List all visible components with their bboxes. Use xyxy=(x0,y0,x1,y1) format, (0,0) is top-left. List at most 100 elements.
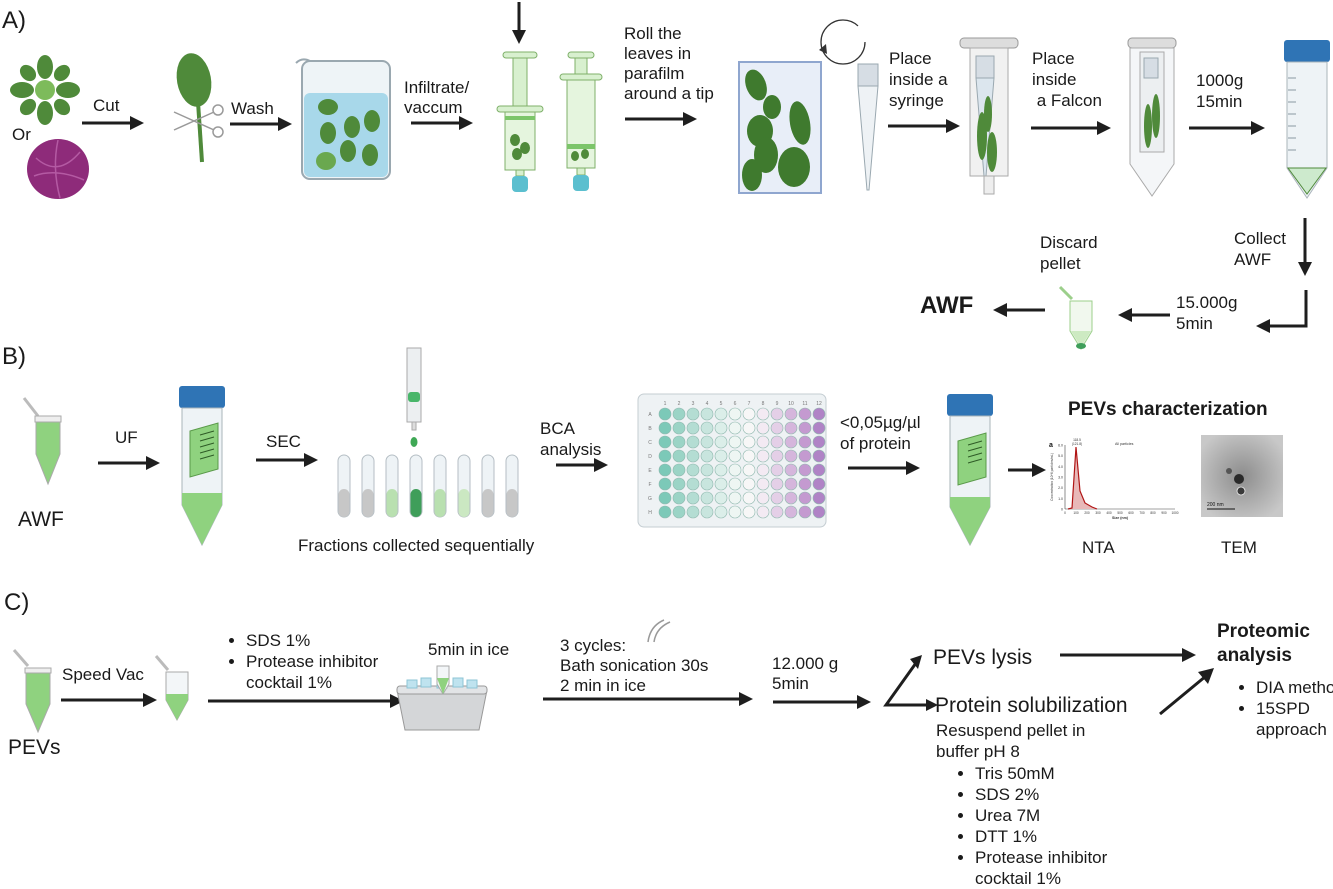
buffer-item: Protease inhibitor cocktail 1% xyxy=(975,847,1125,889)
plate-well xyxy=(784,477,798,491)
tem-image: 200 nm xyxy=(1201,435,1283,517)
plate-well xyxy=(672,449,686,463)
plate-row-label: B xyxy=(648,426,652,432)
buffer-item: Tris 50mM xyxy=(975,763,1125,784)
plate-well xyxy=(770,463,784,477)
plate-well xyxy=(756,463,770,477)
protein-label: <0,05µg/µl of protein xyxy=(840,412,921,454)
bca-label: BCA analysis xyxy=(540,418,601,460)
fraction-tube xyxy=(505,454,519,518)
uf-label: UF xyxy=(115,428,138,447)
plate-well xyxy=(812,463,826,477)
nta-x-tick: 100 xyxy=(1073,511,1079,515)
panel-a-label: A) xyxy=(2,7,26,34)
reagent-item: SDS 1% xyxy=(246,630,406,651)
plate-well xyxy=(784,463,798,477)
nta-peak-label: (121.8) xyxy=(1072,442,1082,446)
plate-well xyxy=(784,407,798,421)
nta-x-tick: 900 xyxy=(1161,511,1167,515)
fraction-tube xyxy=(409,454,423,518)
nta-x-tick: 800 xyxy=(1150,511,1156,515)
plate-well xyxy=(728,421,742,435)
left-arrow-icon xyxy=(993,303,1045,317)
plate-well xyxy=(714,449,728,463)
buffer-item: Urea 7M xyxy=(975,805,1125,826)
syringe-with-tip-icon xyxy=(959,37,1019,195)
awf-result: AWF xyxy=(920,292,974,319)
plate-row-label: F xyxy=(648,482,651,488)
plate-well xyxy=(812,505,826,519)
arrow-icon xyxy=(208,694,404,708)
corner-arrow-icon xyxy=(1256,290,1308,333)
plate-well xyxy=(672,463,686,477)
plate-well xyxy=(714,435,728,449)
nta-x-tick: 500 xyxy=(1117,511,1123,515)
nta-label: NTA xyxy=(1082,538,1115,557)
plate-well xyxy=(658,421,672,435)
spin-c-label: 12.000 g 5min xyxy=(772,654,838,694)
falcon-tube-icon xyxy=(1284,40,1330,199)
plate-well xyxy=(742,505,756,519)
reagents1-list: SDS 1% Protease inhibitor cocktail 1% xyxy=(224,630,406,693)
sec-label: SEC xyxy=(266,432,301,451)
plate-well xyxy=(798,491,812,505)
nta-x-tick: 0 xyxy=(1064,511,1066,515)
fraction-tube xyxy=(385,454,399,518)
plate-well xyxy=(770,435,784,449)
plate-well xyxy=(798,505,812,519)
nta-panel-letter: a xyxy=(1049,442,1053,449)
resuspend-line-1: Resuspend pellet in xyxy=(936,721,1086,740)
nta-x-tick: 400 xyxy=(1106,511,1112,515)
syringe-line-2: inside a xyxy=(889,70,948,89)
nta-x-tick: 700 xyxy=(1139,511,1145,515)
falcon-step-label: Place inside a Falcon xyxy=(1032,48,1102,111)
microtube-icon xyxy=(22,397,62,486)
plate-well xyxy=(770,491,784,505)
arrow-icon xyxy=(556,458,608,472)
fraction-tube xyxy=(361,454,375,518)
roll-line-3: parafilm xyxy=(624,64,685,83)
arrow-icon xyxy=(411,116,473,130)
sonication-line-2: Bath sonication 30s xyxy=(560,656,709,675)
reagent-item: Protease inhibitor cocktail 1% xyxy=(246,651,406,693)
left-arrow-icon xyxy=(1118,308,1170,322)
plate-row-label: A xyxy=(648,412,652,418)
plate-well xyxy=(784,421,798,435)
plate-well xyxy=(672,505,686,519)
plate-well xyxy=(714,421,728,435)
plate-well xyxy=(756,505,770,519)
plate-col-label: 5 xyxy=(720,401,723,407)
awf-start-label: AWF xyxy=(18,508,64,531)
plate-well xyxy=(770,505,784,519)
collect-line-1: Collect xyxy=(1234,229,1286,248)
plate-well xyxy=(812,491,826,505)
plate-row-label: H xyxy=(648,510,652,516)
buffer-item: DTT 1% xyxy=(975,826,1125,847)
down-arrow-icon xyxy=(1298,218,1312,276)
fraction-tube xyxy=(433,454,447,518)
plate-well xyxy=(658,505,672,519)
resuspend-line-2: buffer pH 8 xyxy=(936,742,1020,761)
nta-y-tick: 3.0 xyxy=(1058,476,1063,480)
infiltrate-line-1: Infiltrate/ xyxy=(404,78,470,97)
nta-x-tick: 1000 xyxy=(1171,511,1178,515)
plate-well xyxy=(798,449,812,463)
plate-well xyxy=(658,449,672,463)
down-arrow-icon xyxy=(512,2,526,44)
arrow-icon xyxy=(888,119,960,133)
solubilization-label: Protein solubilization xyxy=(935,694,1128,717)
arrow-icon xyxy=(1031,121,1111,135)
microtube-pellet-icon xyxy=(1058,285,1093,350)
plate-well xyxy=(798,435,812,449)
plate-well xyxy=(658,477,672,491)
arrow-icon xyxy=(82,116,144,130)
spin1-label: 1000g 15min xyxy=(1196,70,1243,112)
pevs-start-label: PEVs xyxy=(8,736,61,759)
arrow-icon xyxy=(773,695,871,709)
spin-c-line-1: 12.000 g xyxy=(772,654,839,673)
beaker-with-leaves-icon xyxy=(295,58,391,180)
plate-well xyxy=(672,435,686,449)
plate-well xyxy=(700,449,714,463)
plate-well xyxy=(798,421,812,435)
plate-well xyxy=(658,463,672,477)
